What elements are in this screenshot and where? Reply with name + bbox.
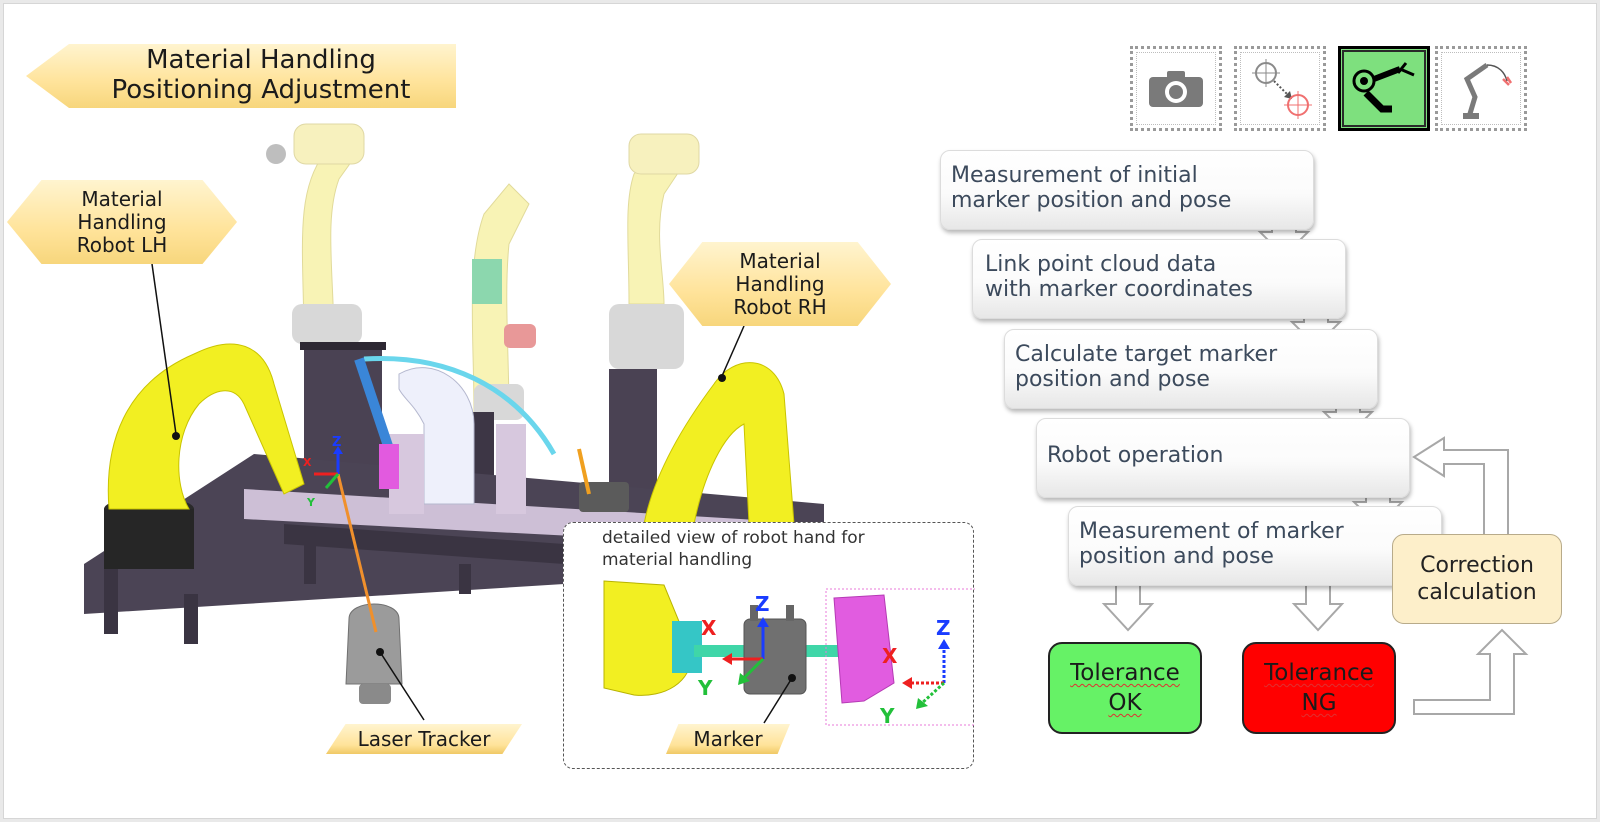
camera-button[interactable] (1130, 46, 1222, 131)
title-banner: Material Handling Positioning Adjustment (26, 44, 456, 108)
step-1-line-2: marker position and pose (951, 188, 1232, 213)
marker-block (743, 618, 807, 695)
target-move-icon (1252, 58, 1312, 119)
scene-axis-y: Y (306, 496, 316, 509)
detail-axis-x: X (701, 616, 717, 640)
marker-label: Marker (666, 724, 790, 754)
flow-step-robot-operation: Robot operation (1036, 418, 1410, 498)
robot-cell-illustration: Z X Y (84, 123, 824, 721)
laser-beam (336, 473, 378, 633)
leader-line-rh (721, 325, 745, 377)
step-4-line-1: Robot operation (1047, 443, 1224, 468)
detail-caption-line-1: detailed view of robot hand for (602, 528, 865, 548)
ghost-robot-right (609, 133, 700, 369)
correction-line-1: Correction (1420, 553, 1534, 578)
tolerance-ok-line-1: Tolerance (1070, 660, 1180, 686)
title-line-1: Material Handling (146, 45, 376, 76)
ghost-robot-left (266, 123, 365, 345)
step-3-line-2: position and pose (1015, 367, 1210, 392)
robot-operation-button[interactable] (1338, 46, 1430, 131)
title-line-2: Positioning Adjustment (111, 75, 411, 105)
leader-line-marker (763, 677, 793, 724)
arrow-ng-to-correction (1413, 628, 1529, 715)
scene-axis-x: X (303, 456, 312, 469)
flow-step-initial-measurement: Measurement of initial marker position a… (940, 150, 1314, 230)
robot-lh-line-1: Material (81, 186, 163, 211)
target-move-button[interactable] (1234, 46, 1326, 131)
detail-view-caption: detailed view of robot hand for material… (602, 527, 922, 571)
target-axis-y: Y (879, 704, 895, 728)
ghost-robot-center (471, 183, 536, 420)
camera-icon (1149, 70, 1203, 107)
pillar-right (609, 369, 657, 489)
robot-lh-callout: Material Handling Robot LH (7, 180, 237, 264)
step-2-line-1: Link point cloud data (985, 252, 1217, 277)
robot-path-icon (1463, 62, 1513, 119)
flow-step-link-point-cloud: Link point cloud data with marker coordi… (972, 239, 1346, 319)
step-3-line-1: Calculate target marker (1015, 342, 1278, 367)
tolerance-ng-line-1: Tolerance (1264, 660, 1374, 686)
robot-lh-base (104, 509, 194, 569)
target-axis-x: X (882, 644, 898, 668)
detail-axis-z: Z (755, 592, 770, 616)
robot-arm-icon (1352, 61, 1415, 112)
leader-line-lh (151, 263, 177, 435)
robot-path-button[interactable] (1435, 46, 1527, 131)
robot-rh-callout: Material Handling Robot RH (669, 242, 891, 326)
robot-rh-line-1: Material (739, 248, 821, 273)
step-2-line-2: with marker coordinates (985, 277, 1253, 302)
robot-rh-arm (643, 362, 795, 525)
slide-frame: Z X Y Material Handling Positioning Adju… (3, 3, 1597, 819)
step-5-line-1: Measurement of marker (1079, 519, 1344, 544)
flow-step-calculate-target: Calculate target marker position and pos… (1004, 329, 1378, 409)
tolerance-ng-line-2: NG (1301, 690, 1337, 716)
arrow-down-ng (1291, 581, 1345, 632)
leader-line-laser (379, 651, 425, 721)
cable (363, 355, 557, 456)
pink-workpiece (833, 594, 895, 704)
target-axis-z: Z (936, 616, 951, 640)
step-5-line-2: position and pose (1079, 544, 1274, 569)
arrow-down-ok (1101, 581, 1155, 632)
detail-axis-y: Y (697, 676, 713, 700)
robot-lh-arm (107, 343, 305, 510)
tolerance-ng-box: Tolerance NG (1242, 642, 1396, 734)
flow-step-measurement: Measurement of marker position and pose (1068, 506, 1442, 586)
robot-rh-line-3: Robot RH (733, 294, 827, 319)
tolerance-ok-box: Tolerance OK (1048, 642, 1202, 734)
detail-caption-line-2: material handling (602, 550, 753, 570)
scene-axis-z: Z (332, 435, 341, 450)
correction-line-2: calculation (1417, 580, 1537, 605)
robot-rh-line-2: Handling (735, 271, 825, 296)
robot-hand-detail-illustration: Z X Y Z X Y (603, 580, 975, 728)
step-1-line-1: Measurement of initial (951, 163, 1198, 188)
blue-bracket (354, 357, 394, 451)
arrow-loop-back (1412, 436, 1509, 537)
robot-lh-line-2: Handling (77, 209, 167, 234)
correction-calculation-box: Correction calculation (1392, 534, 1562, 624)
laser-tracker-label: Laser Tracker (326, 724, 522, 754)
tolerance-ok-line-2: OK (1108, 690, 1142, 716)
robot-lh-line-3: Robot LH (76, 232, 168, 257)
